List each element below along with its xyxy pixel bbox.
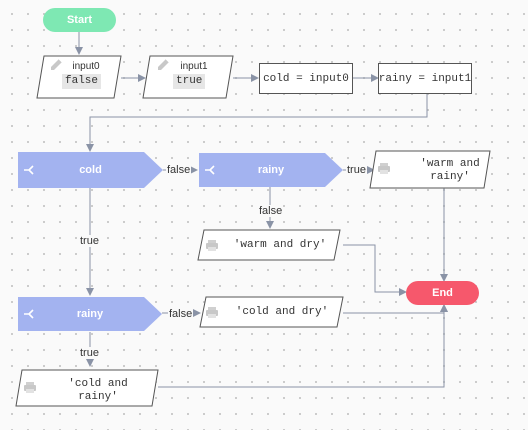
input1-value: true (173, 74, 206, 89)
edge-label-rainy-bottom-true: true (79, 347, 100, 359)
output-cold-rainy-shape[interactable] (15, 369, 159, 407)
output-cold-rainy-line-1: 'cold and (68, 378, 128, 390)
edge-label-rainy-top-true: true (346, 164, 367, 176)
assign-cold-label: cold = input0 (263, 72, 349, 85)
edge-cold-dry-end (343, 304, 448, 314)
edge-label-cold-true: true (79, 235, 100, 247)
output-warm-dry-label: 'warm and dry' (233, 239, 327, 251)
assign-rainy-label: rainy = input1 (378, 72, 472, 85)
assign-rainy-node[interactable]: rainy = input1 (378, 63, 472, 94)
decision-rainy-bottom-shape[interactable] (18, 297, 162, 331)
input1-title: input1 (180, 61, 208, 72)
edge-label-cold-false: false (166, 164, 192, 176)
output-warm-dry-shape[interactable] (197, 229, 341, 261)
edge-cold-rainy-end (158, 304, 448, 388)
edge-assign-rainy-cold (86, 94, 428, 152)
decision-rainy-bottom-label: rainy (76, 308, 104, 320)
start-label: Start (66, 14, 93, 26)
end-node[interactable]: End (406, 281, 479, 305)
input0-title: input0 (72, 61, 100, 72)
decision-rainy-top-shape[interactable] (199, 153, 343, 187)
output-warm-rainy-line-1: 'warm and (420, 158, 480, 170)
edge-label-rainy-top-false: false (258, 205, 284, 217)
output-cold-dry-label: 'cold and dry' (235, 306, 329, 318)
output-warm-rainy-line-2: rainy' (430, 171, 470, 183)
output-warm-rainy-shape[interactable] (369, 150, 491, 189)
input0-value: false (62, 74, 102, 89)
end-label: End (432, 287, 453, 299)
decision-cold-label: cold (79, 164, 102, 176)
decision-cold-shape[interactable] (18, 152, 163, 188)
decision-rainy-top-label: rainy (257, 164, 285, 176)
output-cold-dry-shape[interactable] (199, 296, 344, 328)
output-cold-rainy-line-2: rainy' (78, 391, 118, 403)
assign-cold-node[interactable]: cold = input0 (259, 63, 353, 94)
start-node[interactable]: Start (43, 8, 116, 32)
edge-label-rainy-bottom-false: false (168, 308, 194, 320)
edge-warm-dry-end (343, 244, 407, 296)
